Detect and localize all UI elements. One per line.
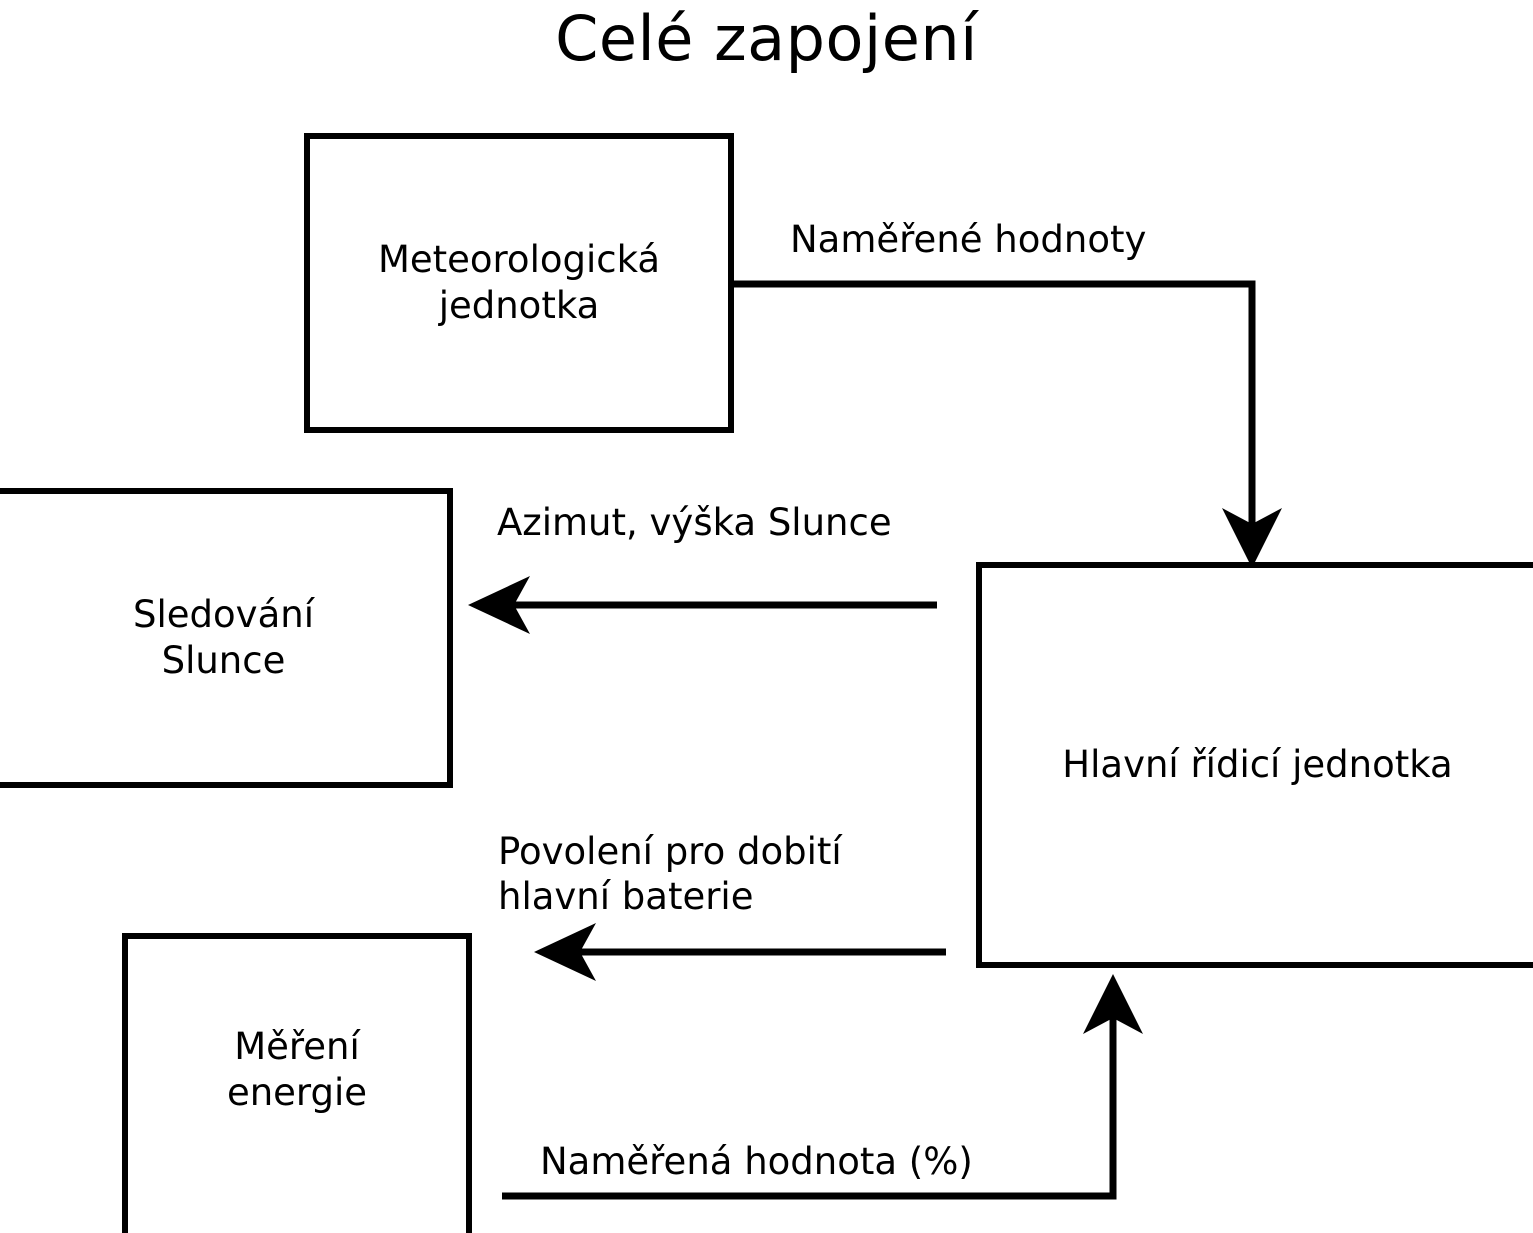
edge-label-namerena-hodnota: Naměřená hodnota (%) bbox=[540, 1140, 973, 1183]
connector-namerena-hodnota bbox=[502, 974, 1143, 1200]
connector-povoleni-dobiti bbox=[534, 923, 946, 981]
node-meteorologicka-jednotka[interactable]: Meteorologická jednotka bbox=[304, 133, 734, 433]
edge-label-azimut-vyska: Azimut, výška Slunce bbox=[497, 501, 892, 544]
edge-label-povoleni-dobiti: Povolení pro dobití hlavní baterie bbox=[498, 830, 842, 919]
node-label-meteo: Meteorologická jednotka bbox=[377, 237, 661, 327]
connector-namerene-hodnoty bbox=[734, 280, 1282, 568]
node-sledovani-slunce[interactable]: Sledování Slunce bbox=[0, 488, 453, 788]
node-label-hlavni: Hlavní řídicí jednotka bbox=[1062, 742, 1453, 786]
edge-label-namerene-hodnoty: Naměřené hodnoty bbox=[790, 218, 1147, 261]
node-label-sledovani: Sledování Slunce bbox=[133, 592, 314, 682]
node-mereni-energie[interactable]: Měření energie bbox=[122, 933, 472, 1233]
page-title: Celé zapojení bbox=[555, 2, 978, 75]
node-label-mereni: Měření energie bbox=[226, 1024, 368, 1114]
node-hlavni-ridici-jednotka[interactable]: Hlavní řídicí jednotka bbox=[976, 562, 1533, 968]
connector-azimut-vyska bbox=[468, 576, 937, 634]
